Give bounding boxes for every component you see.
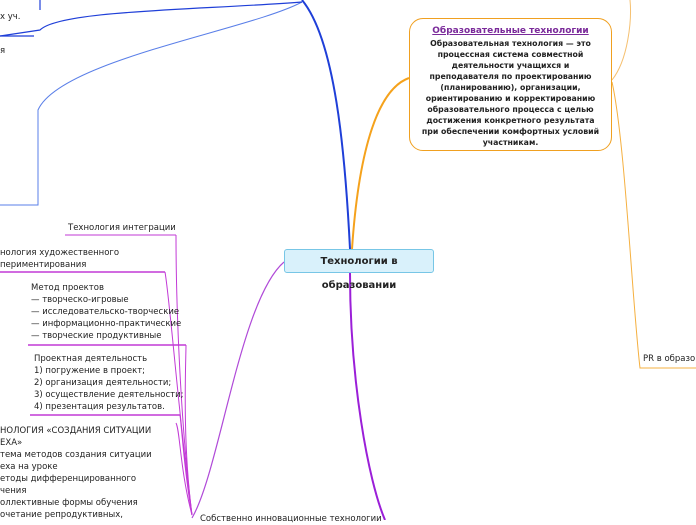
branch-line-blue	[301, 0, 351, 250]
educational-technologies-node[interactable]: Образовательные технологии Образовательн…	[409, 18, 612, 151]
branch-line-orange-up	[611, 0, 631, 81]
left-link-2	[164, 271, 193, 516]
central-topic[interactable]: Технологии в образовании	[284, 249, 434, 291]
branch-line-lightblue-2	[0, 1, 303, 37]
branch-line-orange	[351, 77, 410, 250]
left-link-3	[184, 344, 193, 516]
project-method-node[interactable]: Метод проектов — творческо-игровые — исс…	[31, 283, 182, 341]
left-link-4	[179, 414, 193, 516]
art-experimentation-node[interactable]: нология художественного периментирования	[0, 248, 120, 270]
educational-technologies-description: Образовательная технология — это процесс…	[421, 39, 600, 147]
left-link-5	[175, 422, 193, 516]
success-situation-node[interactable]: НОЛОГИЯ «СОЗДАНИЯ СИТУАЦИИ ЕХА» тема мет…	[0, 426, 152, 520]
pr-in-education-node[interactable]: PR в образо	[643, 354, 696, 364]
fragment-top-b: я	[0, 46, 6, 56]
integration-technology-node[interactable]: Технология интеграции	[68, 223, 176, 233]
educational-technologies-title[interactable]: Образовательные технологии	[432, 26, 589, 36]
branch-line-orange-down	[611, 81, 696, 369]
branch-line-purple	[349, 272, 386, 520]
project-activity-node[interactable]: Проектная деятельность 1) погружение в п…	[34, 354, 184, 412]
innovative-technologies-node[interactable]: Собственно инновационные технологии	[200, 514, 382, 524]
branch-line-lightblue	[0, 1, 303, 206]
branch-line-purple-left	[191, 261, 285, 519]
fragment-top-a: х уч.	[0, 12, 21, 22]
